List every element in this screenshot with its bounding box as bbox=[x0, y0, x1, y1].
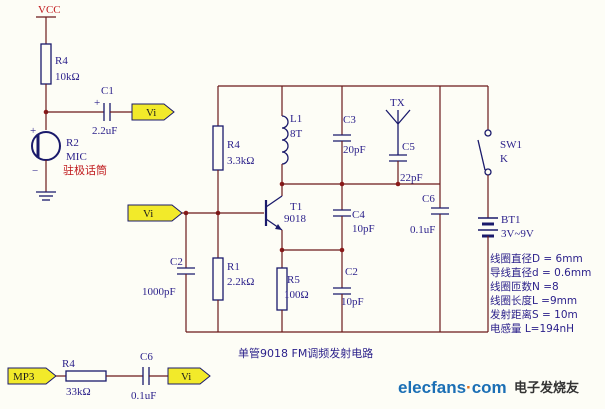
main-circuit: R4 3.3kΩ R1 2.2kΩ Vi C2 1000pF L1 8T T1 … bbox=[127, 85, 534, 333]
c4-label: C4 bbox=[352, 209, 365, 221]
c4-value: 10pF bbox=[352, 223, 375, 235]
r4-label: R4 bbox=[227, 139, 240, 151]
mic-plus: + bbox=[30, 125, 36, 137]
spec-line-1: 线圈直径D = 6mm bbox=[490, 252, 583, 265]
c3-value: 20pF bbox=[343, 144, 366, 156]
c6-value: 0.1uF bbox=[410, 224, 435, 236]
l1-inductor bbox=[281, 115, 289, 165]
c3-junction bbox=[339, 181, 345, 187]
sw1-contact-bottom bbox=[484, 168, 492, 176]
sw1-label: SW1 bbox=[500, 139, 522, 151]
c2-right-label: C2 bbox=[345, 266, 358, 278]
r4-bottom-value: 33kΩ bbox=[66, 386, 91, 398]
watermark-cn: 电子发烧友 bbox=[514, 380, 579, 396]
vi-mid-label: Vi bbox=[143, 208, 153, 220]
tx-label: TX bbox=[390, 97, 405, 109]
c1-plus: + bbox=[94, 97, 100, 109]
elecfans-watermark: elecfans·com 电子发烧友 bbox=[398, 378, 579, 397]
c6-bottom-label: C6 bbox=[140, 351, 153, 363]
coil-specs: 线圈直径D = 6mm 导线直径d = 0.6mm 线圈匝数N =8 线圈长度L… bbox=[490, 252, 591, 335]
diagram-title: 单管9018 FM调频发射电路 bbox=[238, 346, 373, 360]
sw1-contact-top bbox=[484, 129, 492, 137]
mic-label: MIC bbox=[66, 151, 87, 163]
r4-left-label: R4 bbox=[55, 55, 68, 67]
mic-minus: − bbox=[32, 165, 38, 177]
vi-bottom-label: Vi bbox=[181, 371, 191, 383]
r4-bottom-label: R4 bbox=[62, 358, 75, 370]
spec-line-5: 发射距离S = 10m bbox=[490, 308, 578, 321]
r4-left-value: 10kΩ bbox=[55, 71, 80, 83]
antenna-right bbox=[397, 109, 411, 125]
spec-line-6: 电感量 L=194nH bbox=[490, 322, 574, 335]
bt1-value: 3V~9V bbox=[501, 228, 534, 240]
r4-resistor bbox=[212, 125, 224, 171]
l1-label: L1 bbox=[290, 113, 302, 125]
watermark-tld: com bbox=[472, 378, 507, 397]
c2-right-value: 10pF bbox=[341, 296, 364, 308]
r4-value: 3.3kΩ bbox=[227, 155, 254, 167]
mic-section: VCC R4 10kΩ + C1 2.2uF Vi + − R2 MIC 驻极话… bbox=[30, 4, 175, 201]
c5-value: 22pF bbox=[400, 172, 423, 184]
spec-line-4: 线圈长度L =9mm bbox=[490, 294, 577, 307]
t1-label: T1 bbox=[290, 201, 302, 213]
mic-cn-label: 驻极话筒 bbox=[63, 163, 107, 177]
vi-port-mid bbox=[127, 204, 183, 222]
r4-left-resistor bbox=[40, 43, 52, 85]
r4-bottom-resistor bbox=[65, 370, 107, 382]
r1-resistor bbox=[212, 257, 224, 301]
watermark-text: elecfans·com bbox=[398, 378, 507, 397]
c6-label: C6 bbox=[422, 193, 435, 205]
watermark-dot: · bbox=[466, 378, 472, 397]
c5-junction bbox=[395, 181, 401, 187]
c5-label: C5 bbox=[402, 141, 415, 153]
l1-value: 8T bbox=[290, 128, 303, 140]
vi-port-top bbox=[131, 103, 175, 121]
t1-collector-leg bbox=[265, 195, 283, 208]
r5-label: R5 bbox=[287, 274, 300, 286]
r2-label: R2 bbox=[66, 137, 79, 149]
vi-top-label: Vi bbox=[146, 107, 156, 119]
c3-label: C3 bbox=[343, 114, 356, 126]
c2-left-value: 1000pF bbox=[142, 286, 176, 298]
sw1-value: K bbox=[500, 153, 508, 165]
sw1-lever bbox=[477, 139, 486, 171]
c4-junction bbox=[339, 247, 345, 253]
spec-line-2: 导线直径d = 0.6mm bbox=[490, 266, 591, 279]
spec-line-3: 线圈匝数N =8 bbox=[490, 280, 559, 293]
mp3-label: MP3 bbox=[13, 371, 35, 383]
mp3-port bbox=[7, 367, 57, 385]
vcc-label: VCC bbox=[38, 4, 61, 16]
r1-value: 2.2kΩ bbox=[227, 276, 254, 288]
c6-bottom-value: 0.1uF bbox=[131, 390, 156, 402]
mp3-input-section: MP3 R4 33kΩ C6 0.1uF Vi bbox=[7, 351, 211, 402]
vi-port-bottom bbox=[167, 367, 211, 385]
t1-emitter-arrow bbox=[275, 224, 282, 230]
c1-label: C1 bbox=[101, 85, 114, 97]
c2-left-label: C2 bbox=[170, 256, 183, 268]
r1-label: R1 bbox=[227, 261, 240, 273]
antenna-left bbox=[385, 109, 399, 125]
bt1-label: BT1 bbox=[501, 214, 521, 226]
watermark-brand: elecfans bbox=[398, 378, 466, 397]
r5-value: 100Ω bbox=[284, 289, 309, 301]
c1-value: 2.2uF bbox=[92, 125, 117, 137]
t1-value: 9018 bbox=[284, 213, 307, 225]
